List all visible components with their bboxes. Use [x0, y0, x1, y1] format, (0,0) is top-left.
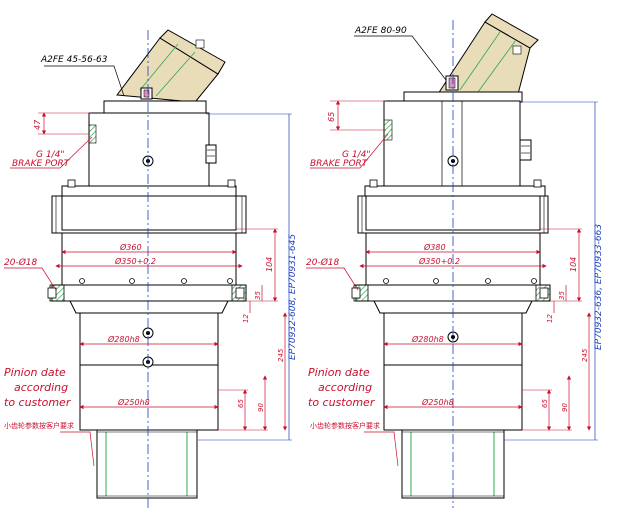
left-overall-codes: EP70932-608, EP70931-645 — [288, 234, 298, 360]
left-dim-35: 35 — [254, 291, 262, 300]
left-dia-pcd: Ø350+0.2 — [114, 256, 156, 266]
right-pinion-note-cn: 小齿轮参数按客户要求 — [310, 421, 380, 430]
left-dim-65: 65 — [237, 399, 245, 408]
right-dia-pinion-hub: Ø280h8 — [411, 334, 444, 344]
left-bolt-note: 20-Ø18 — [4, 257, 38, 268]
right-pinion-note-3: to customer — [308, 396, 376, 409]
left-dim-245: 245 — [277, 348, 285, 362]
left-pinion-note-1: Pinion date — [4, 366, 66, 379]
right-view: A2FE 80-90 65 G 1/4" BRAKE PORT 20-Ø18 Ø… — [306, 13, 604, 508]
left-dia-bottom: Ø250h8 — [117, 397, 150, 407]
right-motor-label: A2FE 80-90 — [354, 26, 407, 36]
right-dim-35: 35 — [558, 291, 566, 300]
left-hydraulic-motor — [116, 29, 226, 102]
right-overall-codes: EP70932-636, EP70933-663 — [594, 224, 604, 350]
left-dim-12: 12 — [242, 314, 250, 323]
right-bolt-note: 20-Ø18 — [306, 257, 340, 268]
left-brake-port-label: BRAKE PORT — [12, 159, 71, 169]
right-dia-bottom: Ø250h8 — [421, 397, 454, 407]
left-dim-90: 90 — [257, 403, 265, 412]
left-dia-pinion-hub: Ø280h8 — [107, 334, 140, 344]
right-dim-12: 12 — [546, 314, 554, 323]
right-dim-245: 245 — [581, 348, 589, 362]
right-dim-65: 65 — [541, 399, 549, 408]
right-dia-top: Ø380 — [423, 242, 446, 252]
left-dia-top: Ø360 — [119, 242, 142, 252]
right-dim-90: 90 — [561, 403, 569, 412]
left-pinion-note-cn: 小齿轮参数按客户要求 — [4, 421, 74, 430]
right-pinion-note-2: according — [318, 381, 372, 394]
left-brake-dim: 47 — [33, 119, 42, 130]
right-dim-104: 104 — [569, 257, 578, 272]
right-dia-pcd: Ø350+0.2 — [418, 256, 460, 266]
left-pinion-note-2: according — [14, 381, 68, 394]
right-brake-port-label: BRAKE PORT — [310, 159, 369, 169]
right-hydraulic-motor — [437, 13, 539, 95]
left-motor-label: A2FE 45-56-63 — [40, 55, 108, 65]
left-brake-port-size: G 1/4" — [36, 150, 64, 160]
left-view: A2FE 45-56-63 47 G 1/4" BRAKE PORT 20-Ø1… — [4, 29, 298, 508]
right-brake-port-size: G 1/4" — [342, 150, 370, 160]
left-pinion-note-3: to customer — [4, 396, 72, 409]
right-brake-dim: 65 — [327, 112, 336, 122]
right-pinion-note-1: Pinion date — [308, 366, 370, 379]
left-dim-104: 104 — [265, 257, 274, 272]
